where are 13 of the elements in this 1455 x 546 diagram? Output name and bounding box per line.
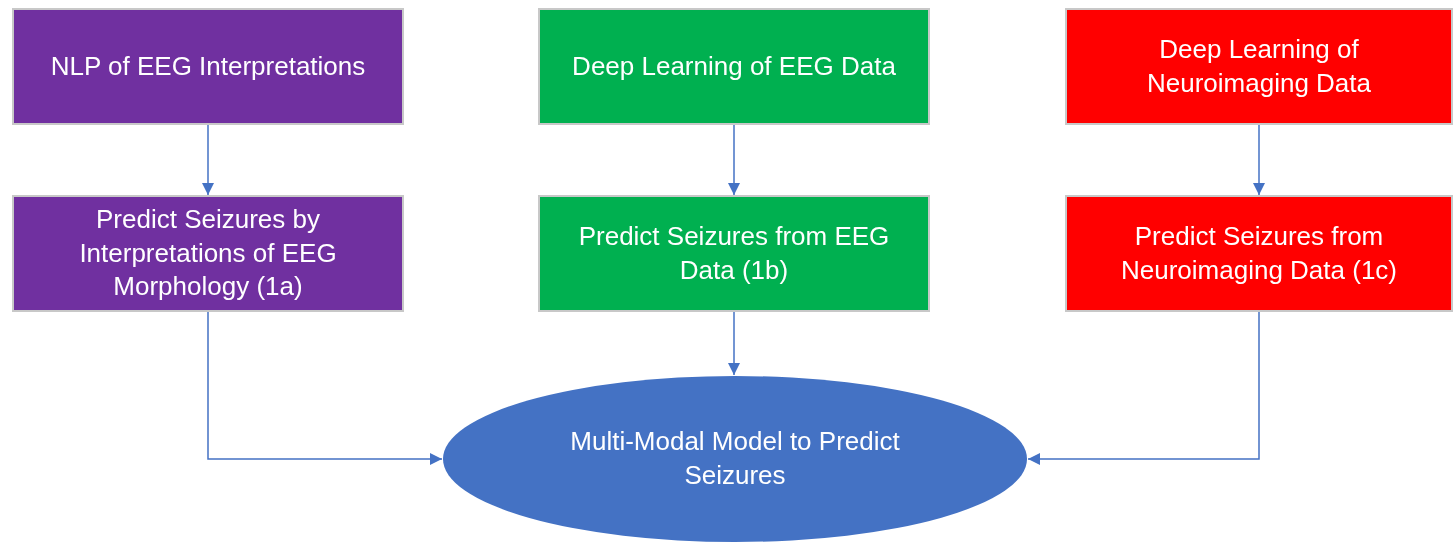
process-box: Deep Learning of Neuroimaging Data: [1065, 8, 1453, 125]
process-box: NLP of EEG Interpretations: [12, 8, 404, 125]
process-box: Predict Seizures from EEG Data (1b): [538, 195, 930, 312]
arrow: [202, 124, 214, 196]
process-box: Predict Seizures by Interpretations of EEG Morphology (1a): [12, 195, 404, 312]
arrow: [1253, 124, 1265, 196]
process-box: Deep Learning of EEG Data: [538, 8, 930, 125]
process-box: Predict Seizures from Neuroimaging Data (1c): [1065, 195, 1453, 312]
arrow: [207, 311, 443, 465]
arrow: [728, 311, 740, 376]
model-ellipse: Multi-Modal Model to Predict Seizures: [442, 375, 1028, 543]
arrow: [1027, 311, 1260, 465]
arrow: [728, 124, 740, 196]
